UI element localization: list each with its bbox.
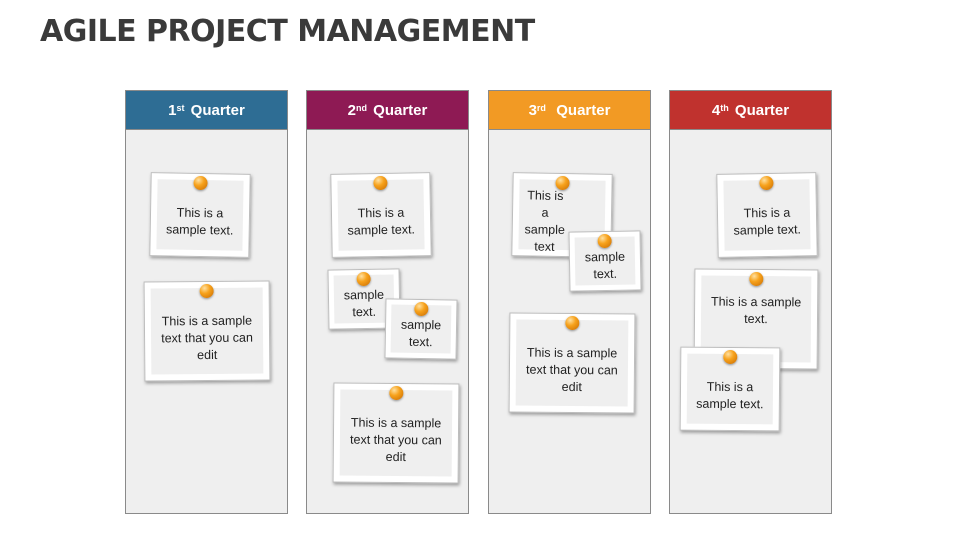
quarter-suffix: st bbox=[176, 103, 185, 113]
quarter-num: 3 bbox=[528, 101, 537, 119]
quarter-num: 2 bbox=[347, 101, 356, 119]
sticky-note[interactable]: This is a sample text that you can edit bbox=[508, 312, 636, 414]
note-text: This is a sample text that you can edit bbox=[150, 287, 264, 375]
page-title: AGILE PROJECT MANAGEMENT bbox=[40, 14, 535, 49]
quarter-suffix: nd bbox=[355, 103, 367, 113]
sticky-note[interactable]: sample text. bbox=[384, 298, 458, 360]
sticky-note[interactable]: sample text. bbox=[568, 230, 642, 292]
pin-icon bbox=[749, 271, 764, 287]
pin-icon bbox=[389, 385, 404, 401]
sticky-note[interactable]: This is a sample text. bbox=[679, 346, 781, 432]
quarter-num: 4 bbox=[711, 101, 721, 119]
note-text: This is a sample text that you can edit bbox=[515, 319, 629, 407]
quarter-label: Quarter bbox=[190, 101, 245, 119]
quarter-suffix: th bbox=[720, 103, 729, 113]
quarter-suffix: rd bbox=[536, 103, 546, 113]
sticky-note[interactable]: This is a sample text. bbox=[330, 172, 432, 258]
sticky-note[interactable]: This is a sample text. bbox=[716, 172, 818, 258]
pin-icon bbox=[723, 349, 738, 365]
quarter-label: Quarter bbox=[556, 101, 611, 119]
sticky-note[interactable]: This is a sample text that you can edit bbox=[143, 280, 271, 382]
sticky-note[interactable]: This is a sample text. bbox=[149, 172, 251, 258]
quarter-label: Quarter bbox=[373, 101, 428, 119]
pin-icon bbox=[199, 283, 214, 299]
pin-icon bbox=[565, 315, 580, 331]
sticky-note[interactable]: This is a sample text that you can edit bbox=[332, 382, 460, 484]
note-text: This is a sample text that you can edit bbox=[339, 389, 453, 477]
quarter-label: Quarter bbox=[734, 101, 790, 119]
note-text: This is a sample text. bbox=[686, 353, 774, 425]
quarter-num: 1 bbox=[168, 101, 177, 119]
